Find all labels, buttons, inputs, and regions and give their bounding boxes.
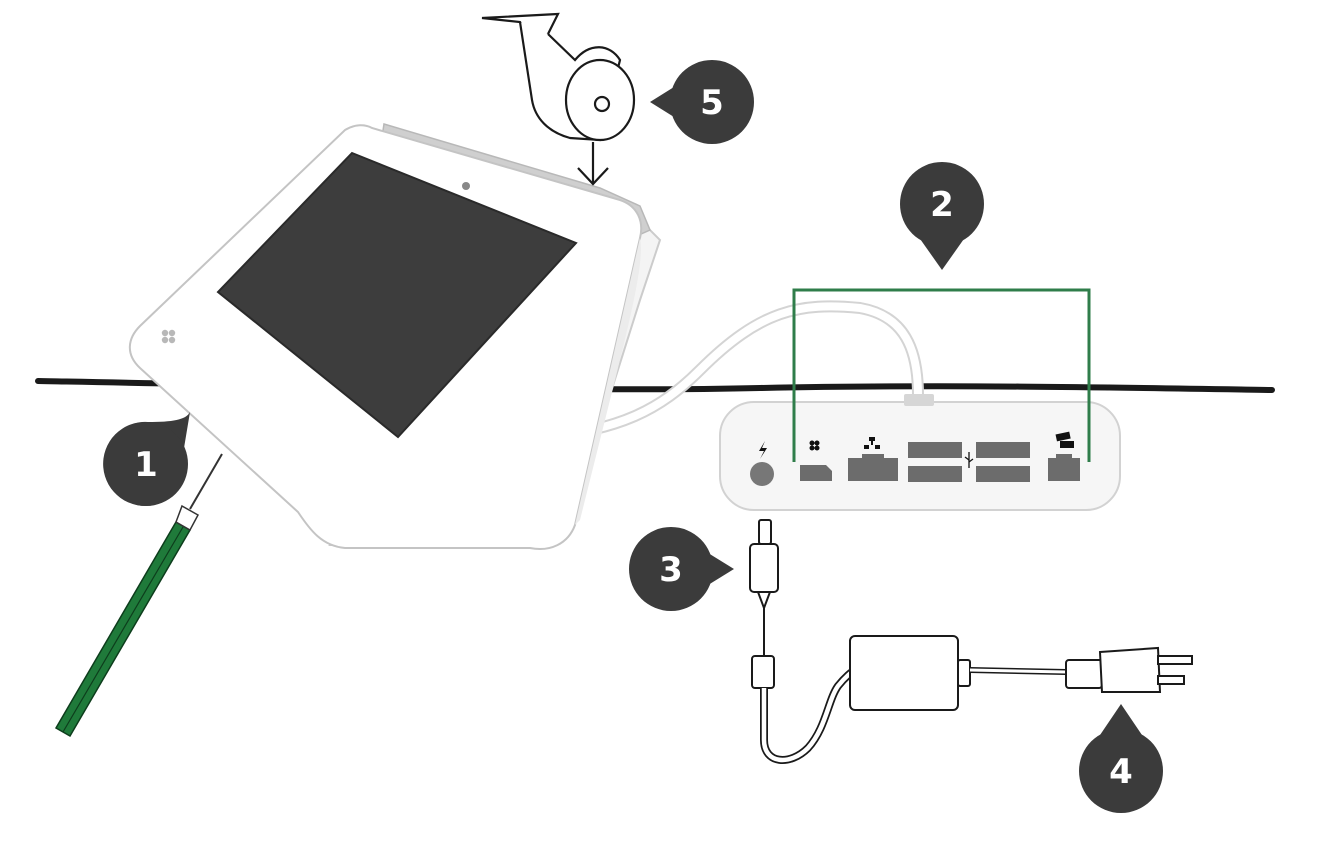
usb-port (908, 466, 962, 482)
power-brick (849, 635, 959, 711)
callout-3: 3 (629, 527, 734, 611)
callout-4: 4 (1079, 704, 1163, 813)
lightning-icon (759, 441, 767, 459)
ethernet-port (848, 454, 898, 481)
ethernet-icon (864, 437, 880, 449)
ports-bracket (792, 288, 1091, 462)
power-port (750, 462, 774, 486)
callout-2: 2 (900, 162, 984, 270)
callout-label: 1 (134, 445, 158, 485)
clover-logo-icon (161, 329, 176, 344)
cash-drawer-icon (1055, 431, 1074, 448)
camera-dot (462, 182, 470, 190)
tablet-screen (216, 151, 578, 439)
cash-drawer-port (1048, 454, 1080, 481)
pos-station (128, 123, 662, 550)
callout-label: 4 (1109, 752, 1133, 792)
callout-label: 2 (930, 185, 954, 225)
callout-5: 5 (650, 60, 754, 144)
callout-label: 3 (659, 550, 683, 590)
callout-label: 5 (700, 83, 724, 123)
usb-port (908, 442, 962, 458)
callout-1: 1 (103, 412, 190, 506)
down-arrow-icon (577, 142, 609, 186)
clover-port-icon (809, 440, 820, 451)
wall-plug (1098, 646, 1162, 693)
power-adapter (749, 519, 1193, 764)
ports-hub (719, 394, 1121, 511)
usb-port (976, 442, 1030, 458)
usb-icon (964, 452, 974, 468)
stylus (54, 453, 223, 738)
clover-port (800, 465, 832, 481)
usb-port (976, 466, 1030, 482)
paper-roll-icon (481, 12, 636, 142)
